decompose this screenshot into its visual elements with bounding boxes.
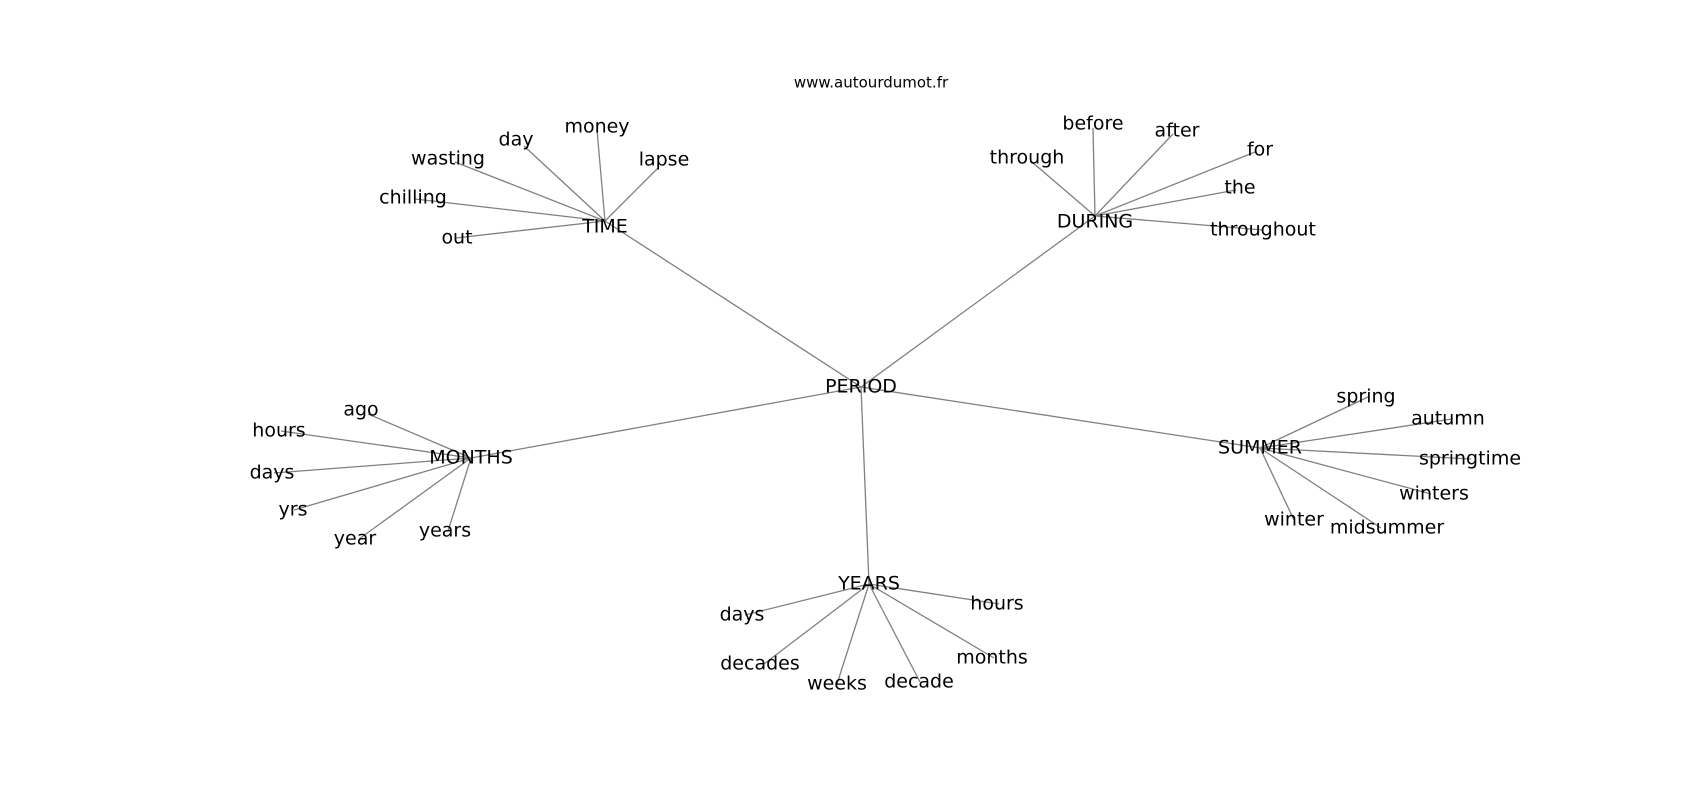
edge-summer-spring <box>1259 396 1369 449</box>
leaf-node-label: out <box>441 227 472 249</box>
leaf-node-label: days <box>720 604 765 626</box>
edge-years-days <box>744 583 870 616</box>
leaf-node-label: hours <box>252 420 305 442</box>
edge-time-chilling <box>414 198 606 222</box>
leaf-node-label: winters <box>1399 483 1469 505</box>
leaf-node-label: chilling <box>379 187 447 209</box>
hub-node-label: TIME <box>581 216 628 238</box>
leaf-node-label: throughout <box>1210 219 1316 241</box>
edge-time-wasting <box>454 161 606 222</box>
leaf-node-label: autumn <box>1411 408 1485 430</box>
leaf-node-label: decades <box>720 653 800 675</box>
edge-months-days <box>273 457 472 474</box>
leaf-node-label: the <box>1224 177 1255 199</box>
leaf-node-label: lapse <box>639 149 690 171</box>
leaf-node-label: day <box>499 129 534 151</box>
edge-root-during <box>860 215 1096 388</box>
leaf-node-label: months <box>956 647 1028 669</box>
edge-during-after <box>1094 133 1174 217</box>
hub-node-label: DURING <box>1057 211 1133 233</box>
edge-months-year <box>358 457 472 540</box>
watermark-text: www.autourdumot.fr <box>794 74 949 92</box>
leaf-node-label: years <box>419 520 471 542</box>
edge-during-the <box>1094 189 1237 217</box>
edge-during-for <box>1094 151 1256 217</box>
hub-node-label: MONTHS <box>429 447 513 469</box>
edge-months-years <box>447 457 472 532</box>
leaf-node-label: winter <box>1264 509 1324 531</box>
edge-time-day <box>523 145 606 222</box>
leaf-node-label: money <box>564 116 629 138</box>
edge-root-time <box>604 220 862 388</box>
leaf-node-label: days <box>250 462 295 484</box>
edge-years-decades <box>763 583 870 665</box>
graph-edges <box>273 127 1472 685</box>
leaf-node-label: for <box>1247 139 1273 161</box>
graph-labels: PERIOD TIME day money lapse wasting chilling ou… <box>250 113 1521 695</box>
leaf-node-label: spring <box>1336 386 1395 408</box>
leaf-node-label: through <box>990 147 1065 169</box>
edge-during-through <box>1031 161 1096 217</box>
leaf-node-label: wasting <box>411 148 485 170</box>
edge-summer-winter <box>1259 447 1295 521</box>
edge-years-hours <box>868 583 1000 605</box>
edge-root-summer <box>860 386 1261 449</box>
edge-root-years <box>860 386 870 585</box>
edge-years-months <box>868 583 995 659</box>
edge-summer-winters <box>1259 447 1432 495</box>
edge-months-yrs <box>293 457 472 511</box>
leaf-node-label: yrs <box>279 499 308 521</box>
edge-time-out <box>455 220 606 239</box>
edge-during-before <box>1092 127 1096 217</box>
edge-time-lapse <box>604 167 659 222</box>
edge-years-decade <box>868 583 921 683</box>
leaf-node-label: springtime <box>1419 448 1521 470</box>
hub-node-label: YEARS <box>837 573 900 595</box>
edge-months-ago <box>367 413 472 459</box>
leaf-node-label: decade <box>884 671 954 693</box>
root-node-label: PERIOD <box>825 376 897 398</box>
leaf-node-label: after <box>1155 120 1200 142</box>
leaf-node-label: hours <box>970 593 1023 615</box>
edge-during-throughout <box>1094 215 1264 231</box>
edge-years-weeks <box>836 583 870 685</box>
edge-summer-midsummer <box>1259 447 1382 529</box>
leaf-node-label: year <box>334 528 377 550</box>
edge-summer-springtime <box>1259 447 1472 460</box>
edge-summer-autumn <box>1259 418 1453 449</box>
hub-node-label: SUMMER <box>1218 437 1302 459</box>
edge-root-months <box>470 386 862 459</box>
edge-time-money <box>596 129 606 222</box>
leaf-node-label: midsummer <box>1330 517 1444 539</box>
leaf-node-label: ago <box>343 399 378 421</box>
leaf-node-label: before <box>1062 113 1123 135</box>
edge-months-hours <box>280 430 472 459</box>
leaf-node-label: weeks <box>807 673 867 695</box>
